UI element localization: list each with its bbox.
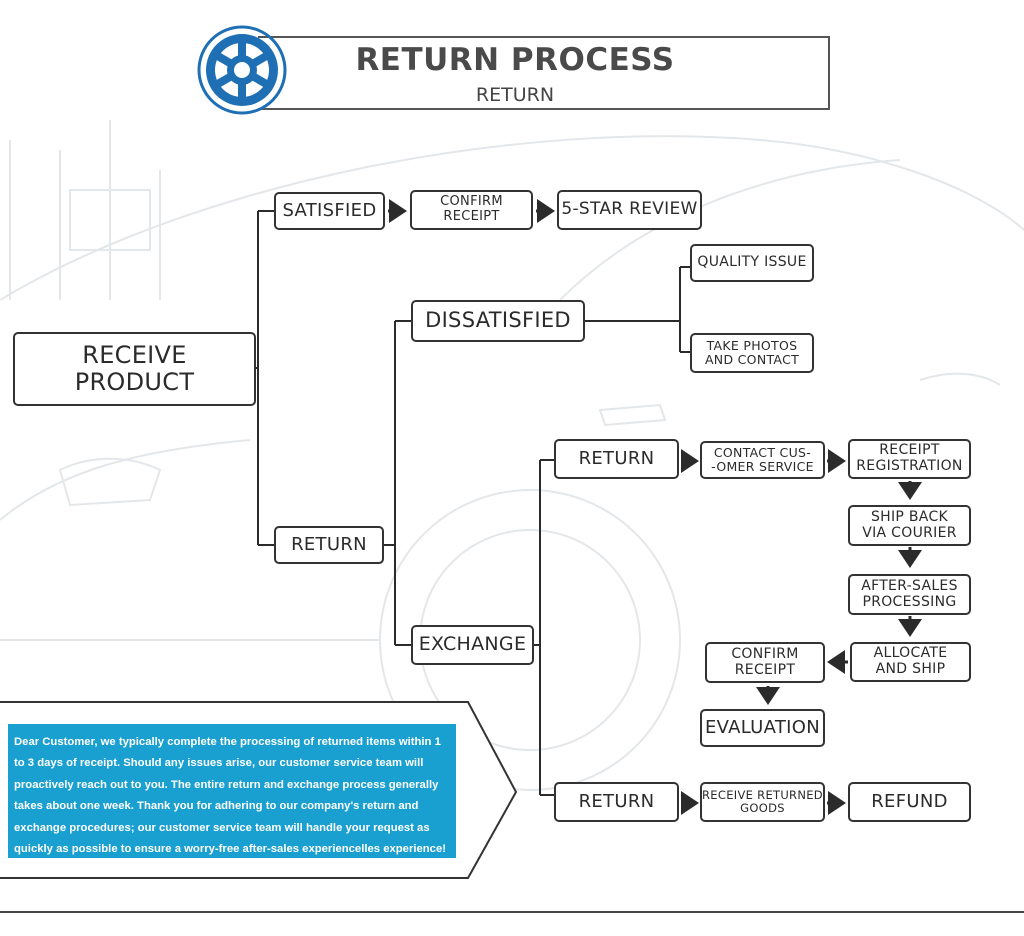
- node-take-photos: TAKE PHOTOS AND CONTACT: [690, 333, 814, 373]
- node-receipt-registration: RECEIPT REGISTRATION: [848, 439, 971, 479]
- node-refund: REFUND: [848, 782, 971, 822]
- node-5-star-review: 5-STAR REVIEW: [557, 190, 702, 230]
- node-contact-customer-service: CONTACT CUS- -OMER SERVICE: [700, 441, 825, 479]
- node-return-refund-path: RETURN: [554, 782, 679, 822]
- customer-notice: Dear Customer, we typically complete the…: [8, 724, 456, 858]
- node-exchange: EXCHANGE: [411, 625, 534, 665]
- bottom-divider: [0, 911, 1024, 913]
- node-confirm-receipt-top: CONFIRM RECEIPT: [410, 190, 533, 230]
- node-receive-product: RECEIVE PRODUCT: [13, 332, 256, 406]
- header-frame: [258, 36, 830, 110]
- node-confirm-receipt-bottom: CONFIRM RECEIPT: [705, 642, 825, 683]
- node-return-main: RETURN: [274, 526, 384, 564]
- wheel-logo-icon: [197, 25, 287, 115]
- node-return-exchange-path: RETURN: [554, 439, 679, 479]
- node-evaluation: EVALUATION: [700, 709, 825, 747]
- node-allocate-and-ship: ALLOCATE AND SHIP: [850, 642, 971, 682]
- page-subtitle: RETURN: [475, 84, 555, 106]
- node-after-sales-processing: AFTER-SALES PROCESSING: [848, 574, 971, 615]
- node-receive-returned-goods: RECEIVE RETURNED GOODS: [700, 782, 825, 822]
- node-quality-issue: QUALITY ISSUE: [690, 244, 814, 282]
- node-dissatisfied: DISSATISFIED: [411, 300, 585, 342]
- node-satisfied: SATISFIED: [274, 192, 385, 230]
- node-ship-back-via-courier: SHIP BACK VIA COURIER: [848, 505, 971, 546]
- page-title: RETURN PROCESS: [355, 42, 675, 78]
